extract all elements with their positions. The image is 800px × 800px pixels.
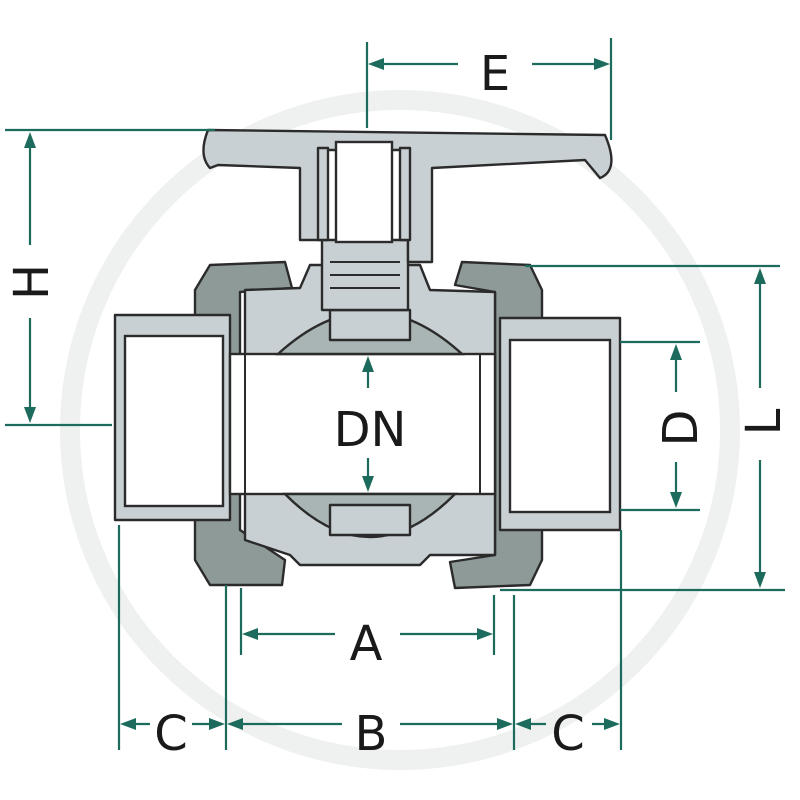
dim-label-b: B (355, 706, 388, 762)
dim-label-h: H (4, 264, 60, 300)
dim-label-dn: DN (334, 402, 407, 458)
dim-label-a: A (350, 616, 383, 672)
handle-window (334, 140, 394, 244)
dimensions: E H L D DN (4, 38, 792, 762)
valve-bore (228, 352, 497, 496)
valve-body-group (113, 128, 622, 590)
seat-top (328, 308, 412, 342)
seat-bottom (328, 503, 412, 537)
dim-label-c-right: C (551, 706, 585, 762)
watermark (60, 90, 740, 770)
right-socket (508, 338, 612, 514)
dim-label-c-left: C (154, 706, 188, 762)
dim-label-d: D (653, 410, 709, 447)
dim-label-e: E (480, 46, 510, 102)
left-socket (123, 334, 225, 508)
dim-label-l: L (736, 408, 792, 435)
